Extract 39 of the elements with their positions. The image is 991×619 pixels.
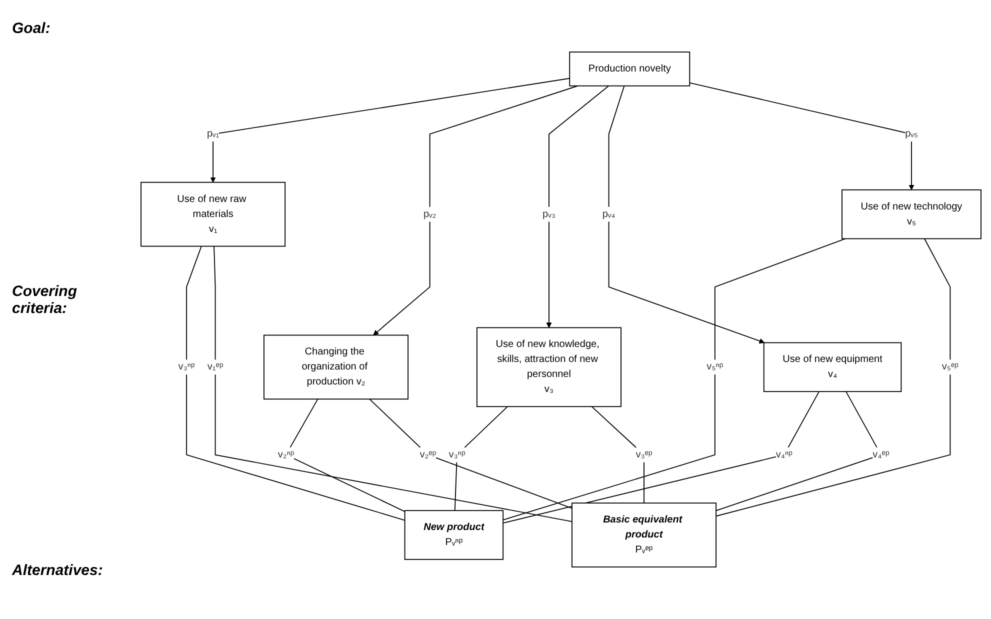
connector <box>715 238 950 517</box>
edge-label: v₃ᵉᵖ <box>635 449 652 460</box>
node-box: Use of new equipment v₄ <box>762 342 902 392</box>
connector <box>502 391 820 524</box>
edge-label: v₄ᵉᵖ <box>872 449 889 460</box>
connector <box>213 246 572 522</box>
connector <box>186 246 405 521</box>
node-box: Production novelty <box>568 52 690 86</box>
level-label: Goal: <box>12 20 52 37</box>
edge-label: v₂ᵉᵖ <box>419 449 436 460</box>
arrow <box>372 85 578 336</box>
edge-label: v₄ⁿᵖ <box>775 449 792 460</box>
edge-label: pᵥ₂ <box>422 208 436 220</box>
edge-label: pᵥ₁ <box>206 128 219 140</box>
node-box: Basic equivalent product Pᵥᵉᵖ <box>571 502 716 568</box>
edge-label: v₃ⁿᵖ <box>178 361 194 372</box>
arrow <box>546 85 609 328</box>
connector <box>502 238 846 520</box>
node-box: Use of new knowledge, skills, attraction of new personnel v₃ <box>476 327 621 408</box>
connector <box>368 398 572 509</box>
node-box: Changing the organization of production v₂ <box>263 334 408 400</box>
edge-label: v₂ⁿᵖ <box>277 449 294 460</box>
edge-label: v₅ᵉᵖ <box>941 361 958 372</box>
connector <box>590 406 644 504</box>
level-label: Alternatives: <box>12 562 104 579</box>
edge-label: v₅ⁿᵖ <box>706 361 723 372</box>
level-label: Covering criteria: <box>12 282 78 316</box>
node-box: Use of new raw materials v₁ <box>140 182 286 247</box>
edge-label: pᵥ₃ <box>542 208 555 220</box>
edge-label: v₁ᵉᵖ <box>206 361 223 372</box>
edge-label: pᵥ₄ <box>602 208 615 220</box>
node-box: New product Pᵥⁿᵖ <box>404 510 504 560</box>
edge-label: pᵥ₅ <box>904 128 918 140</box>
arrow <box>688 82 914 190</box>
node-box: Use of new technology v₅ <box>841 189 981 240</box>
arrow <box>608 85 764 344</box>
edge-label: v₃ⁿᵖ <box>448 449 465 460</box>
arrow <box>210 78 570 183</box>
connector <box>454 406 508 512</box>
